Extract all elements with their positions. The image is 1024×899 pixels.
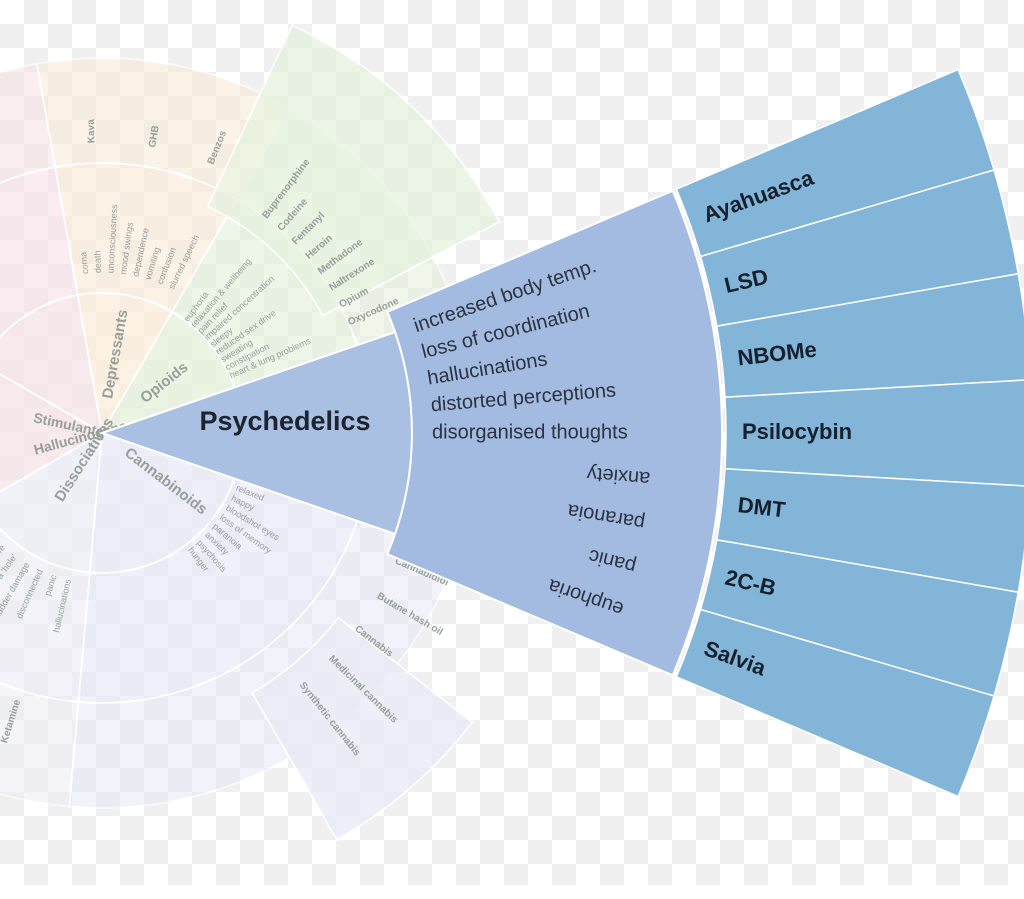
- stimulants-sector[interactable]: [0, 62, 104, 435]
- psychedelics-drug-label[interactable]: DMT: [737, 492, 788, 522]
- dissociatives-sector[interactable]: [0, 431, 104, 808]
- cannabinoids-drug-ring: [250, 616, 474, 842]
- opioids-drug-block: [206, 23, 501, 317]
- dissociatives-effect: safe: [0, 543, 7, 562]
- bottom-edge: [0, 885, 1024, 899]
- opioids-drug-ring: [206, 23, 501, 317]
- cannabinoids-drug-block: [250, 616, 474, 842]
- cannabinoids-sector[interactable]: [68, 431, 460, 809]
- psychedelics-title[interactable]: Psychedelics: [199, 406, 370, 436]
- depressants-drug: Kava: [86, 119, 98, 144]
- depressants-sector[interactable]: [35, 57, 291, 436]
- hallucinogens-sector[interactable]: [0, 246, 105, 621]
- depressants-effect: death: [92, 250, 102, 273]
- psychedelics-effects-ring: [386, 189, 723, 677]
- stimulants-sector-ring-3: [0, 62, 57, 185]
- psychedelics-effect-label: disorganised thoughts: [432, 421, 628, 443]
- hallucinogens-sector-ring-1: [0, 372, 105, 494]
- depressants-drug: GHB: [147, 125, 162, 149]
- psychedelics-effect-label: anxiety: [586, 462, 651, 489]
- psychedelics-drug-label[interactable]: Psilocybin: [742, 419, 852, 444]
- depressants-effect: unconsciousness: [105, 204, 119, 274]
- depressants-effect: coma: [78, 251, 90, 274]
- psychedelics-drug-segment[interactable]: [675, 608, 995, 798]
- dissociatives-sector-ring-3: [0, 681, 80, 808]
